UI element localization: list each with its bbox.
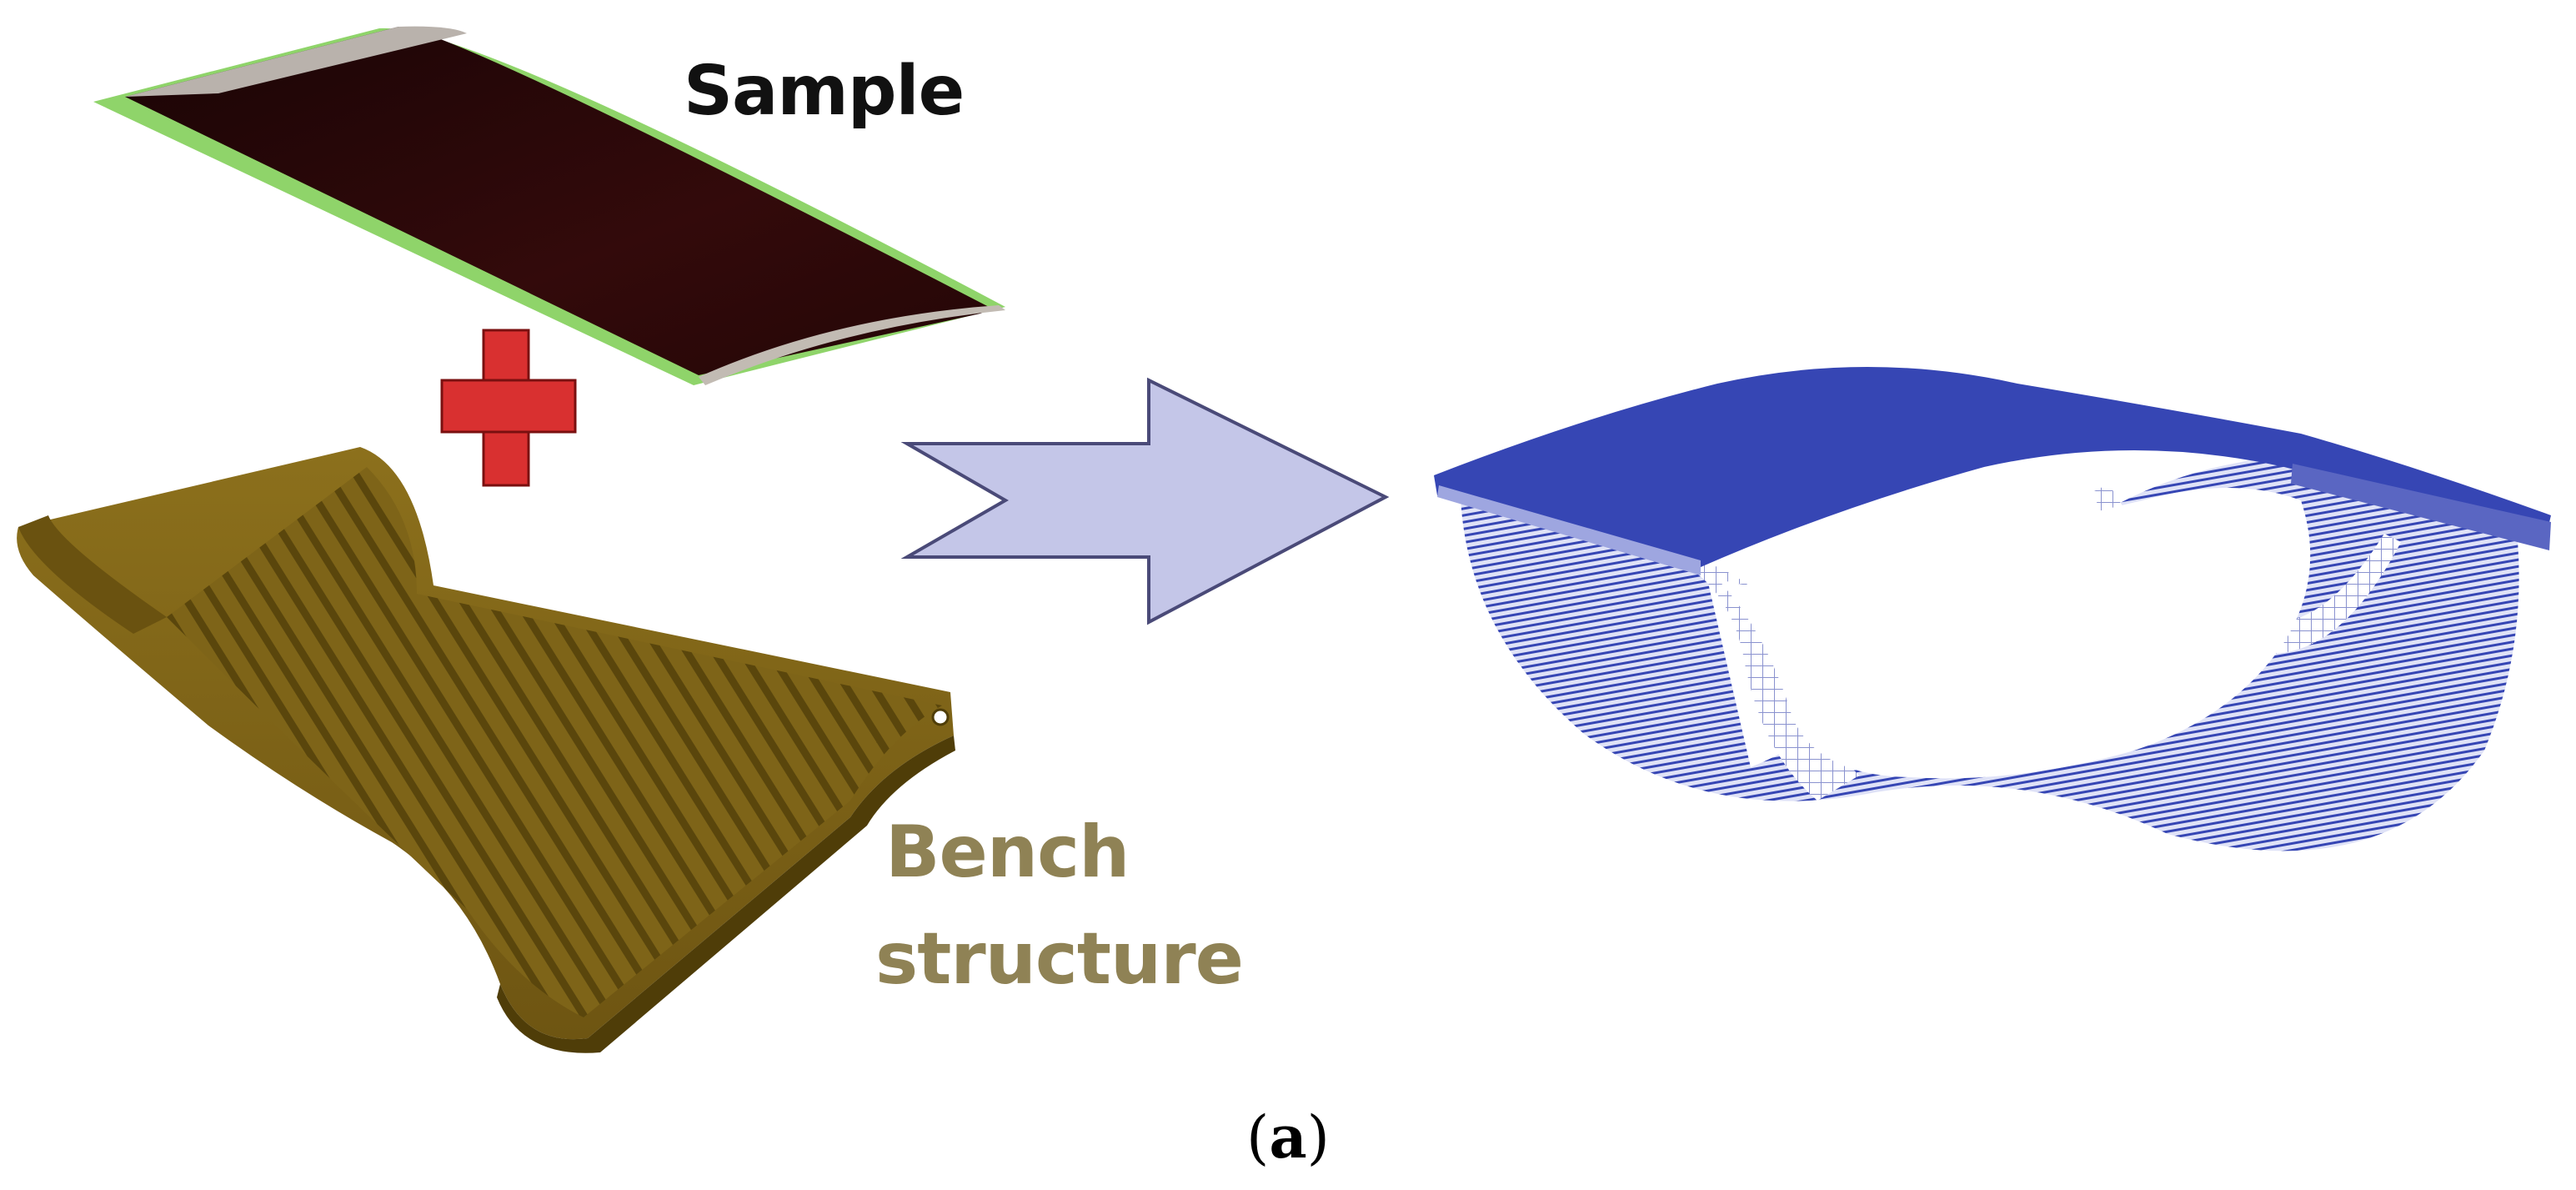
caption-close-paren: ) [1306,1103,1330,1172]
sample-label: Sample [684,52,965,131]
plus-icon [440,329,577,487]
sample-top [125,27,992,375]
bench-structure [17,447,955,1053]
bench-label-line1: Bench [885,811,1130,894]
figure-caption: (a) [0,1102,2576,1172]
mesh-opening [1717,488,2311,779]
bench-structure-label: Bench structure [875,799,1244,1012]
mesh-right-edge [2291,464,2551,550]
right-arrow-icon [900,377,1390,625]
bench-hole [931,708,950,726]
bench-ribs [167,467,942,1017]
fe-mesh-result [1434,367,2551,851]
bench-front-rim [497,736,955,1053]
caption-letter: a [1269,1102,1307,1172]
bench-label-line2: structure [875,917,1244,1001]
mesh-top-surface [1434,367,2551,567]
sample-label-text: Sample [684,52,965,131]
caption-open-paren: ( [1246,1103,1270,1172]
mesh-inner-band-right [2092,484,2401,654]
sample-plate [93,26,1005,386]
sample-curved-end-front [699,305,1005,385]
sample-curved-end-back [125,26,467,98]
mesh-top-edge [1437,485,1701,575]
bench-left-rim [18,515,167,634]
